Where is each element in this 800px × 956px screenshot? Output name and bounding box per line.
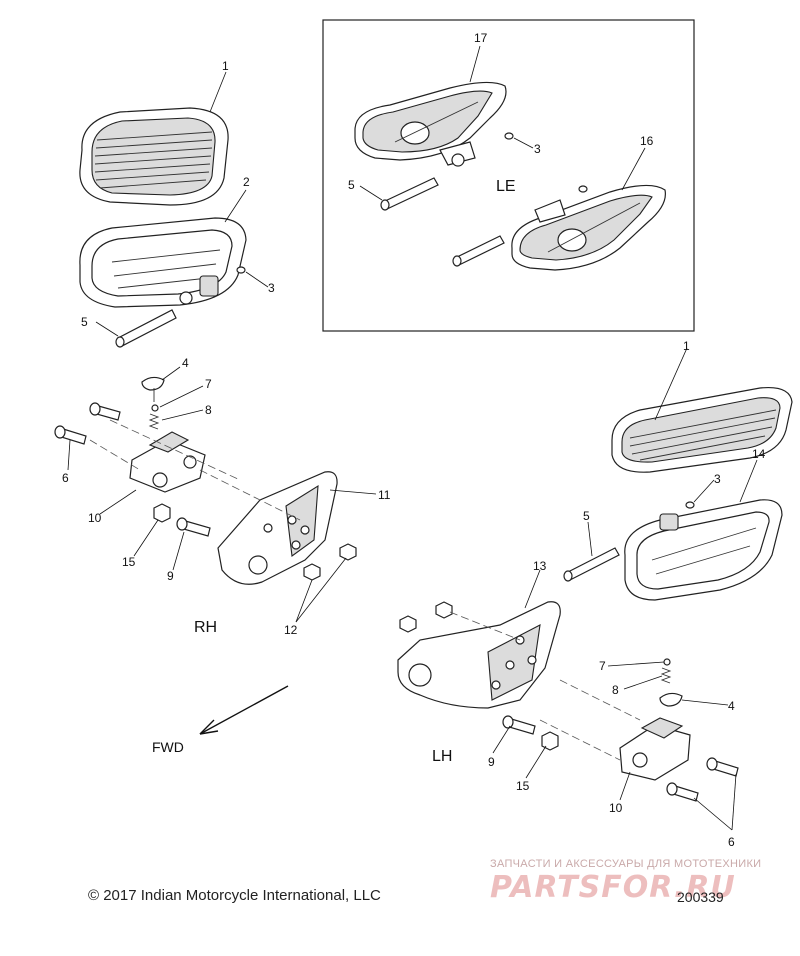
clip-3-le bbox=[504, 132, 514, 140]
callout-1-top: 1 bbox=[222, 59, 229, 73]
floorboard-pad-top bbox=[79, 107, 229, 206]
assembly-line-lh-1 bbox=[449, 611, 521, 641]
callout-4-rh: 4 bbox=[182, 356, 189, 370]
callout-7-lh: 7 bbox=[599, 659, 606, 673]
floorboard-pad-lh bbox=[611, 386, 793, 473]
nut-12-rh-a bbox=[339, 543, 357, 561]
assembly-line-lh-3 bbox=[559, 679, 641, 721]
pin-5-le-b bbox=[452, 235, 505, 267]
callout-1-lh: 1 bbox=[683, 339, 690, 353]
callout-9-lh: 9 bbox=[488, 755, 495, 769]
label-fwd: FWD bbox=[152, 739, 184, 755]
callout-5-lh: 5 bbox=[583, 509, 590, 523]
pin-5-lh bbox=[563, 547, 620, 582]
callout-12: 12 bbox=[284, 623, 298, 637]
bolt-9-lh bbox=[502, 715, 536, 735]
bolt-6-lh-b bbox=[666, 782, 699, 802]
floorboard-16 bbox=[511, 184, 666, 271]
pin-5-le bbox=[380, 177, 439, 211]
callout-10-rh: 10 bbox=[88, 511, 102, 525]
screw-4-lh bbox=[659, 692, 683, 707]
bolt-6-rh-lower bbox=[54, 425, 87, 445]
callout-2: 2 bbox=[243, 175, 250, 189]
callout-3-top: 3 bbox=[268, 281, 275, 295]
watermark-brand: PARTSFOR.RU bbox=[490, 870, 736, 905]
callout-10-lh: 10 bbox=[609, 801, 623, 815]
bolt-6-rh-upper bbox=[89, 402, 121, 421]
clip-3-lh bbox=[685, 501, 695, 509]
assembly-line-lh-2 bbox=[539, 719, 621, 761]
copyright-notice: © 2017 Indian Motorcycle International, … bbox=[88, 887, 381, 904]
ball-7-rh bbox=[151, 404, 159, 412]
clevis-10-lh bbox=[619, 717, 691, 781]
clip-3-top bbox=[236, 266, 246, 274]
forward-direction-arrow bbox=[199, 685, 289, 735]
callout-6-lh: 6 bbox=[728, 835, 735, 849]
callout-14: 14 bbox=[752, 447, 766, 461]
pin-5-top bbox=[115, 309, 177, 348]
callout-16: 16 bbox=[640, 134, 654, 148]
bracket-13 bbox=[397, 601, 561, 709]
floorboard-base-14 bbox=[624, 499, 783, 601]
nut-lh-b bbox=[399, 615, 417, 633]
nut-15-rh bbox=[153, 503, 171, 523]
callout-15-rh: 15 bbox=[122, 555, 136, 569]
callout-8-rh: 8 bbox=[205, 403, 212, 417]
callout-4-lh: 4 bbox=[728, 699, 735, 713]
assembly-line-rh-2 bbox=[199, 469, 301, 521]
le-inset-frame bbox=[322, 19, 695, 332]
callout-7-rh: 7 bbox=[205, 377, 212, 391]
drawing-number: 200339 bbox=[677, 889, 724, 905]
spring-8-lh bbox=[660, 667, 672, 684]
callout-15-lh: 15 bbox=[516, 779, 530, 793]
watermark-tagline: ЗАПЧАСТИ И АКСЕССУАРЫ ДЛЯ МОТОТЕХНИКИ bbox=[490, 858, 762, 870]
callout-13: 13 bbox=[533, 559, 547, 573]
spring-8-rh bbox=[148, 413, 160, 430]
assembly-line-rh-3 bbox=[89, 439, 141, 471]
bolt-6-lh-a bbox=[706, 757, 739, 777]
callout-3-le: 3 bbox=[534, 142, 541, 156]
callout-8-lh: 8 bbox=[612, 683, 619, 697]
floorboard-17 bbox=[354, 81, 507, 167]
nut-15-lh bbox=[541, 731, 559, 751]
ball-7-lh bbox=[663, 658, 671, 666]
bracket-11 bbox=[217, 471, 338, 585]
clevis-10-rh bbox=[129, 431, 206, 493]
callout-5-le: 5 bbox=[348, 178, 355, 192]
nut-12-rh-b bbox=[303, 563, 321, 581]
callout-5-top: 5 bbox=[81, 315, 88, 329]
callout-17: 17 bbox=[474, 31, 488, 45]
screw-4-rh bbox=[141, 376, 165, 402]
label-rh: RH bbox=[194, 619, 217, 636]
floorboard-base-rh bbox=[79, 217, 247, 308]
callout-6-rh: 6 bbox=[62, 471, 69, 485]
leader-lines bbox=[67, 45, 758, 831]
callout-3-lh: 3 bbox=[714, 472, 721, 486]
bolt-9-rh bbox=[176, 517, 211, 537]
label-lh: LH bbox=[432, 748, 452, 765]
callout-11: 11 bbox=[378, 488, 391, 502]
clip-3-le-b bbox=[578, 185, 588, 193]
label-le: LE bbox=[496, 178, 516, 195]
callout-9-rh: 9 bbox=[167, 569, 174, 583]
nut-lh-a bbox=[435, 601, 453, 619]
